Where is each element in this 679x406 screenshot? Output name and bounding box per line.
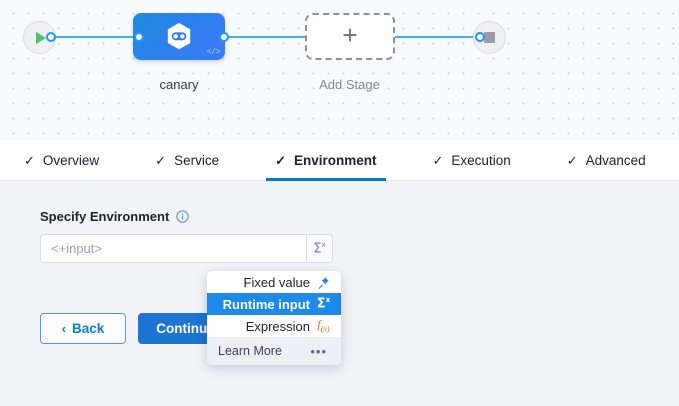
stage-node-canary[interactable]: </>	[133, 13, 225, 60]
more-options-icon[interactable]: •••	[310, 343, 327, 359]
info-icon[interactable]	[176, 210, 189, 223]
plus-icon: +	[342, 20, 358, 50]
tab-advanced[interactable]: ✓ Advanced	[565, 140, 648, 180]
tab-label: Overview	[42, 152, 100, 168]
deployment-hexagon-icon	[167, 22, 191, 49]
tab-label: Service	[174, 152, 220, 168]
add-stage-label: Add Stage	[319, 77, 380, 92]
back-button[interactable]: ‹ Back	[40, 313, 126, 344]
menu-item-fixed-value[interactable]: Fixed value	[207, 271, 341, 293]
sigma-icon: Σx	[313, 240, 326, 257]
connector-dot-canary-out[interactable]	[219, 32, 229, 42]
add-stage-node[interactable]: +	[305, 13, 395, 60]
field-label: Specify Environment	[40, 209, 170, 224]
edge-start-to-canary	[50, 36, 140, 38]
environment-input[interactable]	[40, 234, 306, 263]
pipeline-canvas[interactable]: </> + canary Add Stage	[0, 0, 679, 140]
pin-icon	[317, 276, 330, 289]
menu-item-expression[interactable]: Expression f(x)	[207, 315, 341, 337]
input-type-dropdown-menu: Fixed value Runtime input Σx Expression …	[207, 271, 341, 365]
play-icon	[36, 31, 46, 44]
form-actions: ‹ Back Continue	[40, 313, 233, 344]
tab-execution[interactable]: ✓ Execution	[431, 140, 513, 180]
menu-item-label: Fixed value	[243, 274, 310, 290]
connector-dot-canary-in[interactable]	[134, 32, 144, 42]
stage-code-badge[interactable]: </>	[206, 48, 221, 57]
learn-more-footer[interactable]: Learn More •••	[207, 337, 341, 365]
tab-environment[interactable]: ✓ Environment	[266, 140, 386, 181]
check-icon: ✓	[275, 152, 286, 168]
menu-item-label: Expression	[245, 318, 310, 334]
stop-icon	[484, 32, 495, 43]
tab-label: Execution	[451, 152, 511, 168]
check-icon: ✓	[24, 152, 35, 168]
edge-canary-to-add-stage	[224, 36, 308, 38]
continue-button-label: Continue	[156, 321, 215, 336]
edge-add-stage-to-end	[394, 36, 480, 38]
tab-label: Environment	[294, 152, 377, 168]
check-icon: ✓	[566, 152, 578, 168]
menu-item-runtime-input[interactable]: Runtime input Σx	[207, 293, 341, 315]
tab-overview[interactable]: ✓ Overview	[22, 140, 101, 180]
specify-environment-label-row: Specify Environment	[40, 209, 679, 224]
back-button-label: Back	[72, 321, 105, 336]
learn-more-label: Learn More	[218, 344, 282, 358]
check-icon: ✓	[155, 152, 167, 168]
connector-dot-end-in[interactable]	[475, 32, 485, 42]
tab-label: Advanced	[585, 152, 646, 168]
stage-label-canary: canary	[159, 77, 199, 92]
sigma-icon: Σx	[316, 296, 331, 312]
menu-item-label: Runtime input	[222, 296, 310, 312]
stage-settings-tabbar: ✓ Overview ✓ Service ✓ Environment ✓ Exe…	[0, 140, 679, 181]
fx-icon: f(x)	[317, 317, 330, 334]
tab-service[interactable]: ✓ Service	[153, 140, 221, 180]
input-type-selector-button[interactable]: Σx	[306, 234, 333, 263]
chevron-left-icon: ‹	[61, 321, 67, 336]
check-icon: ✓	[432, 152, 444, 168]
connector-dot-start-out[interactable]	[46, 32, 56, 42]
specify-environment-input-row: Σx	[40, 234, 333, 263]
